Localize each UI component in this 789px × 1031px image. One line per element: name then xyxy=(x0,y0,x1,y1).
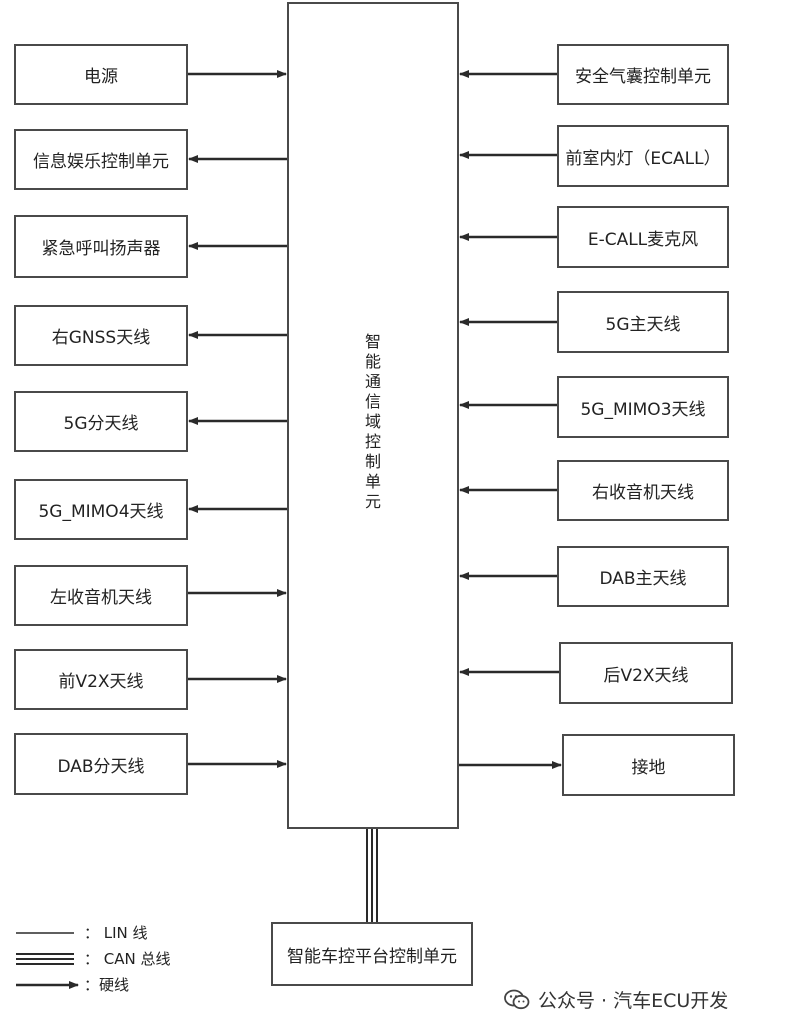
left-unit-right-gnss-antenna: 右GNSS天线 xyxy=(14,305,188,366)
watermark: 公众号 · 汽车ECU开发 xyxy=(504,986,728,1013)
right-unit-5g-mimo3-antenna: 5G_MIMO3天线 xyxy=(557,376,729,438)
left-unit-label: 电源 xyxy=(84,67,118,87)
left-unit-dab-sub-antenna: DAB分天线 xyxy=(14,733,188,795)
right-unit-label: 前室内灯（ECALL） xyxy=(565,148,721,169)
right-unit-label: DAB主天线 xyxy=(599,569,687,589)
right-unit-label: 后V2X天线 xyxy=(603,665,689,686)
left-unit-label: 5G_MIMO4天线 xyxy=(38,502,164,522)
wechat-icon xyxy=(504,989,530,1009)
left-unit-label: 左收音机天线 xyxy=(50,588,152,608)
bottom-unit-vehicle-control-platform: 智能车控平台控制单元 xyxy=(271,922,473,986)
right-unit-ecall-microphone: E-CALL麦克风 xyxy=(557,206,729,268)
legend-hardwire-label: ：硬线 xyxy=(84,976,130,994)
legend-lin-label: ： LIN 线 xyxy=(84,924,148,942)
right-unit-rear-v2x-antenna: 后V2X天线 xyxy=(559,642,733,704)
right-unit-dab-main-antenna: DAB主天线 xyxy=(557,546,729,607)
watermark-text: 公众号 · 汽车ECU开发 xyxy=(538,990,729,1012)
right-unit-label: 接地 xyxy=(631,757,666,778)
left-unit-label: DAB分天线 xyxy=(57,756,145,777)
left-unit-label: 右GNSS天线 xyxy=(51,328,151,348)
bottom-unit-label: 智能车控平台控制单元 xyxy=(287,946,457,967)
left-unit-5g-sub-antenna: 5G分天线 xyxy=(14,391,188,452)
right-unit-label: 安全气囊控制单元 xyxy=(575,67,711,87)
can-bus-trunk xyxy=(366,829,378,922)
left-unit-label: 前V2X天线 xyxy=(58,672,144,692)
right-unit-label: E-CALL麦克风 xyxy=(587,229,699,250)
right-unit-ground: 接地 xyxy=(562,734,735,796)
legend-can-label: ： CAN 总线 xyxy=(84,950,171,968)
right-unit-front-dome-light: 前室内灯（ECALL） xyxy=(557,125,729,187)
right-unit-label: 5G主天线 xyxy=(605,314,681,335)
left-unit-infotainment: 信息娱乐控制单元 xyxy=(14,129,188,190)
right-unit-airbag-control: 安全气囊控制单元 xyxy=(557,44,729,105)
central-control-unit-box xyxy=(287,2,459,829)
legend-can-symbol xyxy=(16,953,74,965)
right-unit-right-radio-antenna: 右收音机天线 xyxy=(557,460,729,521)
left-unit-emergency-speaker: 紧急呼叫扬声器 xyxy=(14,215,188,278)
left-unit-left-radio-antenna: 左收音机天线 xyxy=(14,565,188,626)
left-unit-label: 5G分天线 xyxy=(63,414,139,434)
left-unit-5g-mimo4-antenna: 5G_MIMO4天线 xyxy=(14,479,188,540)
left-unit-label: 信息娱乐控制单元 xyxy=(33,152,169,172)
left-unit-power: 电源 xyxy=(14,44,188,105)
left-unit-front-v2x-antenna: 前V2X天线 xyxy=(14,649,188,710)
left-unit-label: 紧急呼叫扬声器 xyxy=(41,239,161,259)
right-unit-label: 右收音机天线 xyxy=(592,483,694,503)
central-control-unit-label: 智能通信域控制单元 xyxy=(365,332,382,511)
right-unit-5g-main-antenna: 5G主天线 xyxy=(557,291,729,353)
right-unit-label: 5G_MIMO3天线 xyxy=(580,399,706,420)
